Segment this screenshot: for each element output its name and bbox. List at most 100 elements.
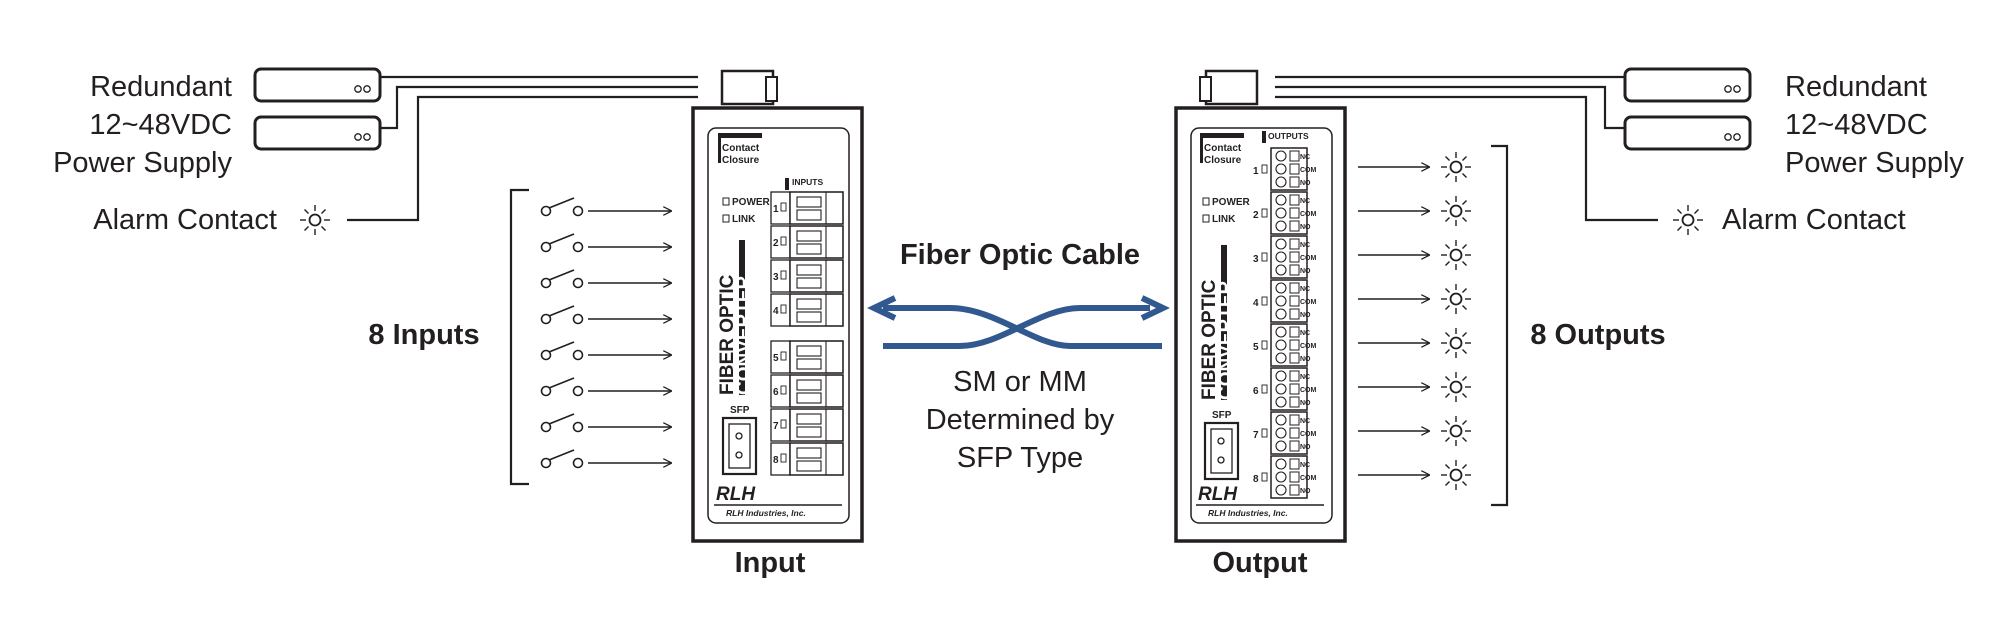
relay-screw <box>1275 414 1287 426</box>
output-header-bar-v <box>1200 133 1203 163</box>
output-lamp-icon <box>1440 195 1472 227</box>
output-company-name: RLH Industries, Inc. <box>1208 508 1288 518</box>
input-terminal-2: 2 <box>770 225 844 259</box>
relay-terminal-label: NO <box>1300 356 1311 363</box>
output-terminal-number: 7 <box>1253 430 1259 441</box>
switch-contact <box>540 421 552 433</box>
relay-screw <box>1275 150 1287 162</box>
terminal-screw <box>796 230 822 242</box>
relay-socket <box>1289 339 1300 351</box>
relay-socket <box>1289 295 1300 307</box>
output-terminal-number: 1 <box>1253 166 1259 177</box>
switch-lever <box>548 449 575 461</box>
relay-screw <box>1275 176 1287 188</box>
terminal-screw <box>796 358 822 370</box>
input-contact-label-1: Contact <box>722 143 760 154</box>
input-terminal-number: 8 <box>773 455 779 466</box>
inputs-bracket <box>509 188 529 486</box>
terminal-led <box>1261 296 1268 306</box>
relay-screw <box>1275 264 1287 276</box>
output-power-led <box>1202 197 1210 206</box>
relay-terminal-label: NC <box>1300 242 1310 249</box>
input-title-bar <box>739 240 745 395</box>
input-device-caption: Input <box>735 547 806 579</box>
relay-screw <box>1275 352 1287 364</box>
relay-socket <box>1289 207 1300 219</box>
output-power-connector <box>1204 69 1259 106</box>
input-sfp-hole-2 <box>735 451 743 459</box>
output-7 <box>1358 415 1472 447</box>
switch-lever <box>548 269 575 281</box>
left-alarm-label: Alarm Contact <box>93 204 277 236</box>
relay-plug <box>1270 323 1308 367</box>
output-2 <box>1358 195 1472 227</box>
right-power-supply-label-2: 12~48VDC <box>1785 109 1928 141</box>
output-terminal-block: 1NCCOMNO2NCCOMNO3NCCOMNO4NCCOMNO5NCCOMNO… <box>1253 147 1317 499</box>
relay-socket <box>1289 471 1300 483</box>
output-device: Contact Closure POWER LINK FIBER OPTIC C… <box>1174 69 1347 579</box>
output-6 <box>1358 371 1472 403</box>
right-power-wire-2 <box>1275 85 1625 130</box>
terminal-tab <box>825 408 844 442</box>
output-4 <box>1358 283 1472 315</box>
fiber-note-1: SM or MM <box>953 366 1087 398</box>
relay-screw <box>1275 207 1287 219</box>
relay-terminal-label: NO <box>1300 400 1311 407</box>
switch-contact <box>572 421 584 433</box>
relay-terminal-label: NC <box>1300 330 1310 337</box>
terminal-led <box>1261 208 1268 218</box>
output-sfp-port <box>1203 421 1240 481</box>
relay-screw <box>1275 458 1287 470</box>
relay-screw <box>1275 194 1287 206</box>
output-terminal-number: 6 <box>1253 386 1259 397</box>
relay-screw <box>1275 383 1287 395</box>
left-side: Redundant 12~48VDC Power Supply Alarm Co… <box>53 67 698 486</box>
terminal-screw <box>796 447 822 459</box>
switch-contact <box>540 457 552 469</box>
right-alarm-lamp-icon <box>1672 204 1704 236</box>
left-alarm-wire <box>347 95 698 222</box>
relay-socket <box>1289 370 1300 382</box>
switch-contact <box>540 349 552 361</box>
switch-contact <box>540 205 552 217</box>
input-power-led <box>722 197 730 206</box>
terminal-led <box>780 385 787 395</box>
output-title-bar <box>1221 245 1227 400</box>
relay-plug <box>1270 279 1308 323</box>
relay-terminal-label: NC <box>1300 286 1310 293</box>
output-sfp-hole-2 <box>1217 456 1225 464</box>
output-terminal-number: 8 <box>1253 474 1259 485</box>
relay-plug <box>1270 147 1308 191</box>
relay-socket <box>1289 396 1300 408</box>
switch-contact <box>540 277 552 289</box>
relay-socket <box>1289 427 1300 439</box>
switch-contact <box>572 205 584 217</box>
input-power-led-label: POWER <box>732 197 771 208</box>
terminal-led <box>1261 164 1268 174</box>
output-lamps <box>1358 151 1472 491</box>
relay-socket <box>1289 326 1300 338</box>
left-power-supply-label-3: Power Supply <box>53 147 232 179</box>
relay-socket <box>1289 414 1300 426</box>
output-1 <box>1358 151 1472 183</box>
fiber-arrow-left <box>867 295 897 321</box>
terminal-screw <box>796 460 822 472</box>
relay-terminal-label: COM <box>1300 299 1317 306</box>
output-3 <box>1358 239 1472 271</box>
input-connector-tab <box>765 76 778 102</box>
output-terminal-number: 3 <box>1253 254 1259 265</box>
output-device-panel <box>1190 127 1333 524</box>
input-switches <box>540 197 672 469</box>
relay-terminal-label: COM <box>1300 343 1317 350</box>
fiber-strand-2 <box>883 305 1150 349</box>
relay-screw <box>1275 220 1287 232</box>
right-side: Redundant 12~48VDC Power Supply Alarm Co… <box>1275 67 1964 507</box>
relay-terminal-label: NO <box>1300 268 1311 275</box>
relay-plug <box>1270 191 1308 235</box>
switch-contact <box>572 457 584 469</box>
right-power-supply-1 <box>1623 67 1752 103</box>
input-switch-8 <box>540 449 672 469</box>
